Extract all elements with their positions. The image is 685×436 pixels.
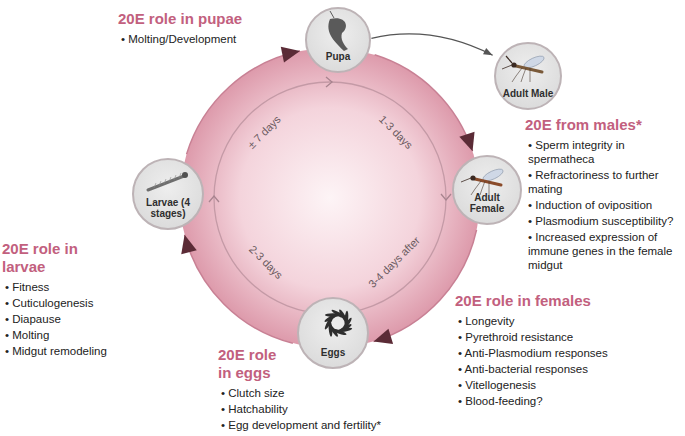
stage-circle: Larvae (4 stages) <box>132 158 204 230</box>
bullet-item: • Anti-bacterial responses <box>458 362 683 376</box>
stage-circle: Eggs <box>297 297 369 369</box>
stage-circle: Adult Male <box>494 42 562 110</box>
duration-label: 2-3 days <box>247 243 285 281</box>
bullet-item: • Anti-Plasmodium responses <box>458 346 683 360</box>
stage-circle: Pupa <box>305 7 371 73</box>
section-heading: 20E from males* <box>525 116 683 134</box>
bullet-item: • Pyrethroid resistance <box>458 330 683 344</box>
bullet-item: • Midgut remodeling <box>5 344 155 358</box>
section-heading: 20E role in females <box>455 292 680 310</box>
stage-name: Adult Male <box>500 88 556 99</box>
bullet-item: • Longevity <box>458 314 683 328</box>
cycle-arrow <box>375 55 475 152</box>
section-heading: 20E role in larvae <box>2 240 80 276</box>
bullet-item: • Cuticulogenesis <box>5 296 155 310</box>
bullet-item: • Sperm integrity in spermatheca <box>528 138 685 166</box>
bullet-item: • Fitness <box>5 280 155 294</box>
bullet-item: • Clutch size <box>221 386 421 400</box>
bullet-item: • Hatchability <box>221 402 421 416</box>
bullet-item: • Plasmodium susceptibility? <box>528 214 685 228</box>
bullet-item: • Molting/Development <box>121 32 321 46</box>
stage-circle: Adult Female <box>452 155 522 225</box>
bullet-item: • Vitellogenesis <box>458 378 683 392</box>
bullet-item: • Blood-feeding? <box>458 394 683 408</box>
duration-label: ± 7 days <box>245 113 283 151</box>
cycle-arrow <box>181 235 293 344</box>
section-heading: 20E role in eggs <box>218 346 290 382</box>
bullet-item: • Induction of oviposition <box>528 198 685 212</box>
duration-label: 3-4 days after <box>366 234 422 290</box>
stage-name: Eggs <box>303 347 363 358</box>
cycle-arrow <box>187 47 300 154</box>
section-heading: 20E role in pupae <box>118 10 318 28</box>
stage-name: Larvae (4 stages) <box>138 197 198 219</box>
stage-name: Pupa <box>311 51 365 62</box>
duration-label: 1-3 days <box>377 113 415 151</box>
bullet-item: • Increased expression of immune genes i… <box>528 230 685 272</box>
stage-name: Adult Female <box>458 192 516 214</box>
bullet-item: • Diapause <box>5 312 155 326</box>
bullet-item: • Molting <box>5 328 155 342</box>
bullet-item: • Refractoriness to further mating <box>528 168 685 196</box>
bullet-item: • Egg development and fertility* <box>221 418 421 432</box>
cycle-arrow <box>371 34 492 55</box>
